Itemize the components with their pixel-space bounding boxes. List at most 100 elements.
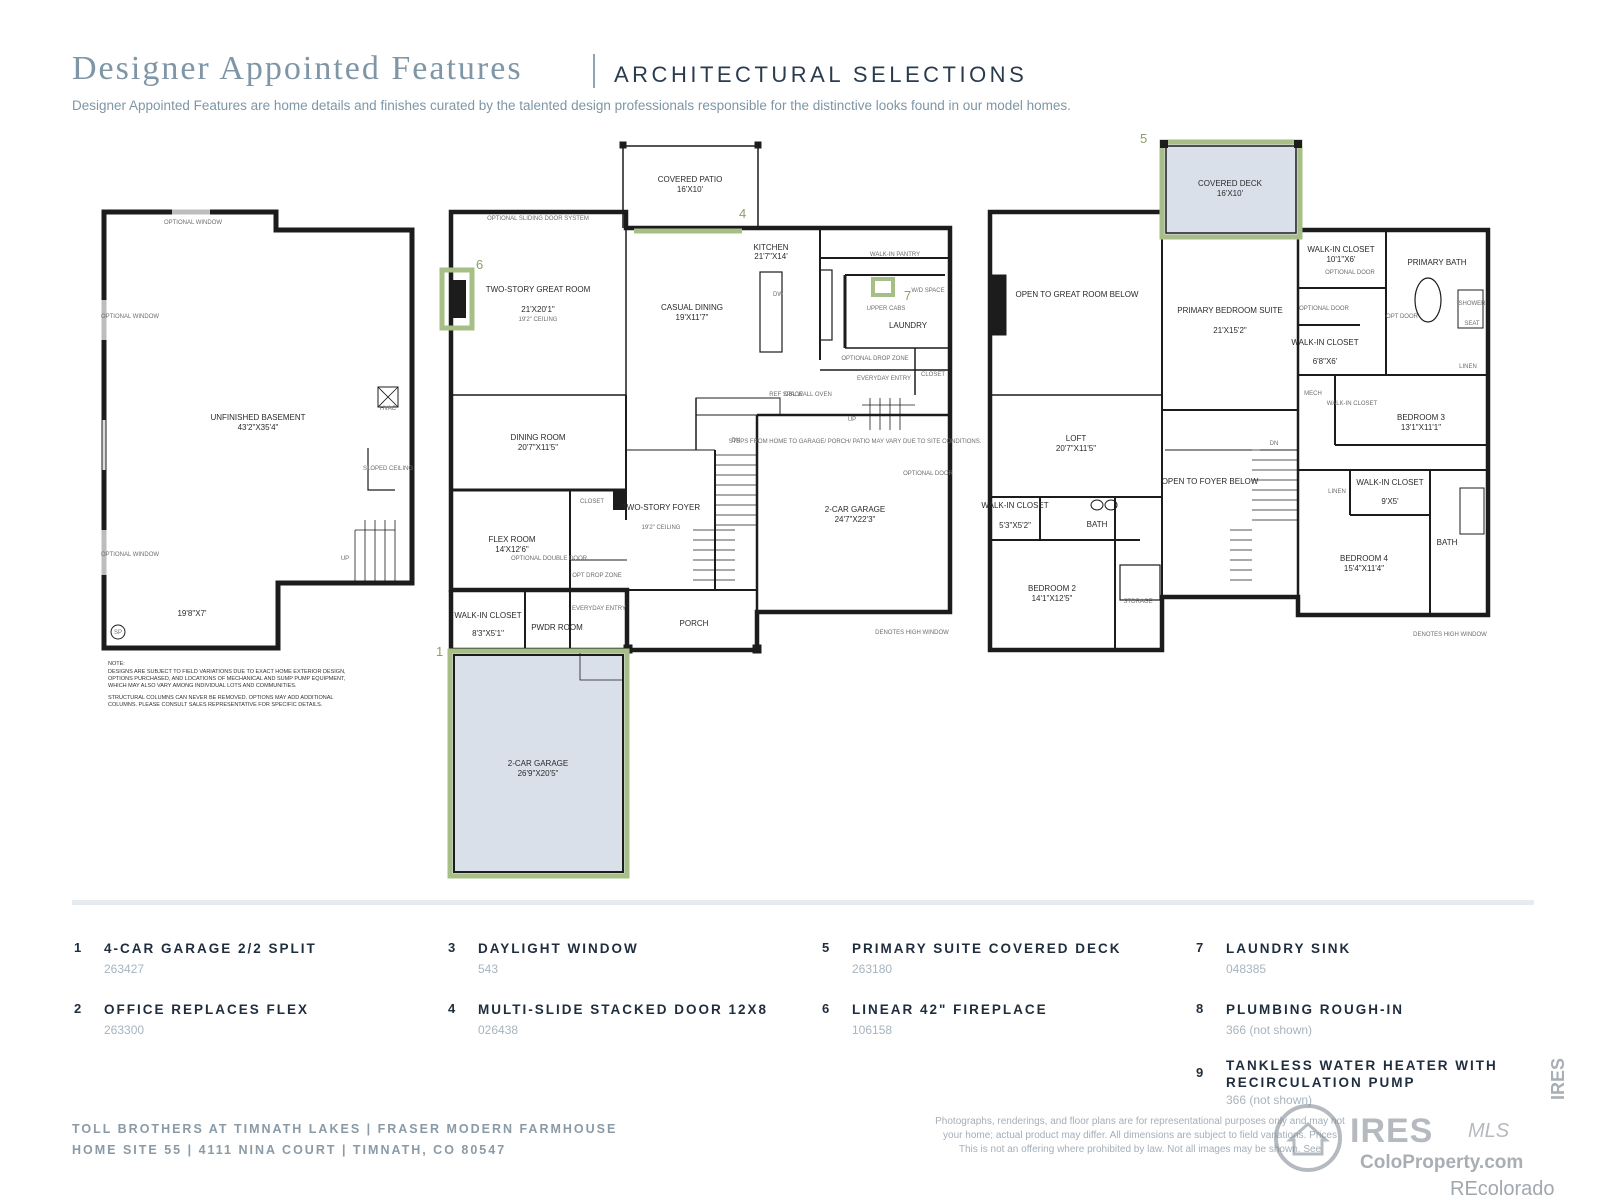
house-logo-icon (1274, 1104, 1342, 1172)
legend-title: PRIMARY SUITE COVERED DECK (852, 941, 1122, 956)
legend-title: LINEAR 42" FIREPLACE (852, 1002, 1048, 1017)
watermark-ires: IRES (1350, 1112, 1434, 1150)
legend-title: OFFICE REPLACES FLEX (104, 1002, 310, 1017)
flex-room-label: FLEX ROOM (488, 535, 535, 544)
legend-number: 1 (74, 940, 82, 955)
high-window-note: DENOTES HIGH WINDOW (1413, 632, 1487, 638)
option-marker-5: 5 (1140, 131, 1147, 146)
legend-number: 7 (1196, 940, 1204, 955)
disclaimer-line: This is not an offering where prohibited… (958, 1144, 1322, 1155)
storage-label: STORAGE (1123, 599, 1152, 605)
wall-oven-label: DBL WALL OVEN (784, 392, 832, 398)
legend-title: LAUNDRY SINK (1226, 941, 1352, 956)
foyer-ceiling: 19'2" CEILING (642, 525, 681, 531)
legend-code: 026438 (478, 1023, 519, 1037)
basement-hvac: HVAC (380, 406, 397, 412)
walk-in-closet-dim: 9'X5' (1381, 497, 1399, 506)
casual-dining-label: CASUAL DINING (661, 303, 723, 312)
loft-dim: 20'7"X11'5" (1056, 444, 1096, 453)
covered-deck-dim: 16'X10' (1217, 189, 1244, 198)
everyday-entry-label: EVERYDAY ENTRY (572, 606, 626, 612)
covered-patio-dim: 16'X10' (677, 185, 704, 194)
open-great-room-label: OPEN TO GREAT ROOM BELOW (1016, 290, 1139, 299)
stairs-down-label: DN (1270, 441, 1279, 447)
optional-double-door-label: OPTIONAL DOUBLE DOOR (511, 556, 588, 562)
kitchen-label: KITCHEN (753, 243, 788, 252)
note-line: WHICH MAY ALSO VARY AMONG INDIVIDUAL LOT… (108, 683, 297, 689)
footer-address: HOME SITE 55 | 4111 NINA COURT | TIMNATH… (72, 1143, 507, 1157)
disclaimer-line: your home; actual product may differ. Al… (943, 1130, 1337, 1141)
walk-in-closet-label: WALK-IN CLOSET (1327, 401, 1378, 407)
wd-space-label: W/D SPACE (911, 288, 944, 294)
legend-title: DAYLIGHT WINDOW (478, 941, 639, 956)
basement-optional-window-left2: OPTIONAL WINDOW (101, 552, 159, 558)
legend-title: PLUMBING ROUGH-IN (1226, 1002, 1404, 1017)
option-marker-7: 7 (904, 288, 911, 303)
linen-label: LINEN (1459, 364, 1477, 370)
watermark-coloproperty: ColoProperty.com (1360, 1152, 1524, 1173)
floor-plans: OPTIONAL WINDOW OPTIONAL WINDOW OPTIONAL… (101, 131, 1491, 879)
bedroom3-label: BEDROOM 3 (1397, 413, 1446, 422)
walk-in-closet-label: WALK-IN CLOSET (981, 501, 1048, 510)
seat-label: SEAT (1464, 321, 1480, 327)
walk-in-closet-dim: 8'3"X5'1" (472, 629, 504, 638)
covered-deck-highlight (1159, 139, 1303, 240)
legend-number: 3 (448, 940, 456, 955)
everyday-entry-label: EVERYDAY ENTRY (857, 376, 911, 382)
dining-room-label: DINING ROOM (510, 433, 565, 442)
opt-drop-zone-label: OPT DROP ZONE (572, 573, 621, 579)
high-window-note: DENOTES HIGH WINDOW (875, 630, 949, 636)
basement-optional-window-left: OPTIONAL WINDOW (101, 314, 159, 320)
covered-deck-label: COVERED DECK (1198, 179, 1263, 188)
great-room-dim: 21'X20'1" (521, 305, 555, 314)
note-line: DESIGNS ARE SUBJECT TO FIELD VARIATIONS … (108, 669, 346, 675)
option-marker-4: 4 (739, 206, 746, 221)
watermark-recolorado: REcolorado (1450, 1178, 1555, 1200)
page-subtitle-heading: ARCHITECTURAL SELECTIONS (614, 62, 1028, 87)
basement-sloped-ceiling: SLOPED CEILING (363, 466, 413, 472)
legend-title: TANKLESS WATER HEATER WITH (1226, 1058, 1498, 1073)
walk-in-closet-dim: 10'1"X6' (1326, 255, 1356, 264)
loft-label: LOFT (1066, 434, 1087, 443)
great-room-label: TWO-STORY GREAT ROOM (486, 285, 591, 294)
open-foyer-label: OPEN TO FOYER BELOW (1162, 477, 1259, 486)
legend-number: 4 (448, 1001, 456, 1016)
legend-number: 5 (822, 940, 830, 955)
basement-optional-window-top: OPTIONAL WINDOW (164, 220, 222, 226)
walk-in-closet-label: WALK-IN CLOSET (454, 611, 521, 620)
note-line: STRUCTURAL COLUMNS CAN NEVER BE REMOVED.… (108, 695, 333, 701)
legend-code: 366 (not shown) (1226, 1023, 1313, 1037)
optional-door-label: OPTIONAL DOOR (1325, 270, 1375, 276)
title-separator (593, 54, 595, 88)
basement-room-dim: 43'2"X35'4" (238, 423, 279, 432)
kitchen-dim: 21'7"X14' (754, 252, 788, 261)
legend-number: 6 (822, 1001, 830, 1016)
note-line: COLUMNS. PLEASE CONSULT SALES REPRESENTA… (108, 702, 323, 708)
legend-number: 2 (74, 1001, 82, 1016)
intro-text: Designer Appointed Features are home det… (72, 98, 1071, 113)
ref-space-label: REF SPACE (769, 392, 803, 398)
linen-label: LINEN (1328, 489, 1346, 495)
basement-bottom-dim: 19'8"X7' (177, 609, 207, 618)
legend-title: 4-CAR GARAGE 2/2 SPLIT (104, 941, 317, 956)
disclaimer-line: Photographs, renderings, and floor plans… (935, 1116, 1345, 1127)
powder-room-label: PWDR ROOM (531, 623, 583, 632)
covered-patio-label: COVERED PATIO (658, 175, 723, 184)
closet-label: CLOSET (580, 499, 604, 505)
bedroom2-dim: 14'1"X12'5" (1032, 594, 1073, 603)
stairs-down-label: DN (732, 438, 741, 444)
porch-label: PORCH (680, 619, 709, 628)
upper-cabs-label: UPPER CABS (867, 306, 906, 312)
bedroom4-label: BEDROOM 4 (1340, 554, 1389, 563)
optional-drop-zone-label: OPTIONAL DROP ZONE (841, 356, 908, 362)
shower-label: SHOWER (1459, 301, 1487, 307)
flex-room-dim: 14'X12'6" (495, 545, 529, 554)
note-line: OPTIONS PURCHASED, AND LOCATIONS OF MECH… (108, 676, 346, 682)
legend-code: 263180 (852, 962, 893, 976)
bedroom2-label: BEDROOM 2 (1028, 584, 1077, 593)
option-marker-6: 6 (476, 257, 483, 272)
legend-code: 543 (478, 962, 499, 976)
walk-in-closet-dim: 6'8"X6' (1313, 357, 1338, 366)
foyer-label: TWO-STORY FOYER (622, 503, 700, 512)
legend-code: 366 (not shown) (1226, 1093, 1313, 1107)
